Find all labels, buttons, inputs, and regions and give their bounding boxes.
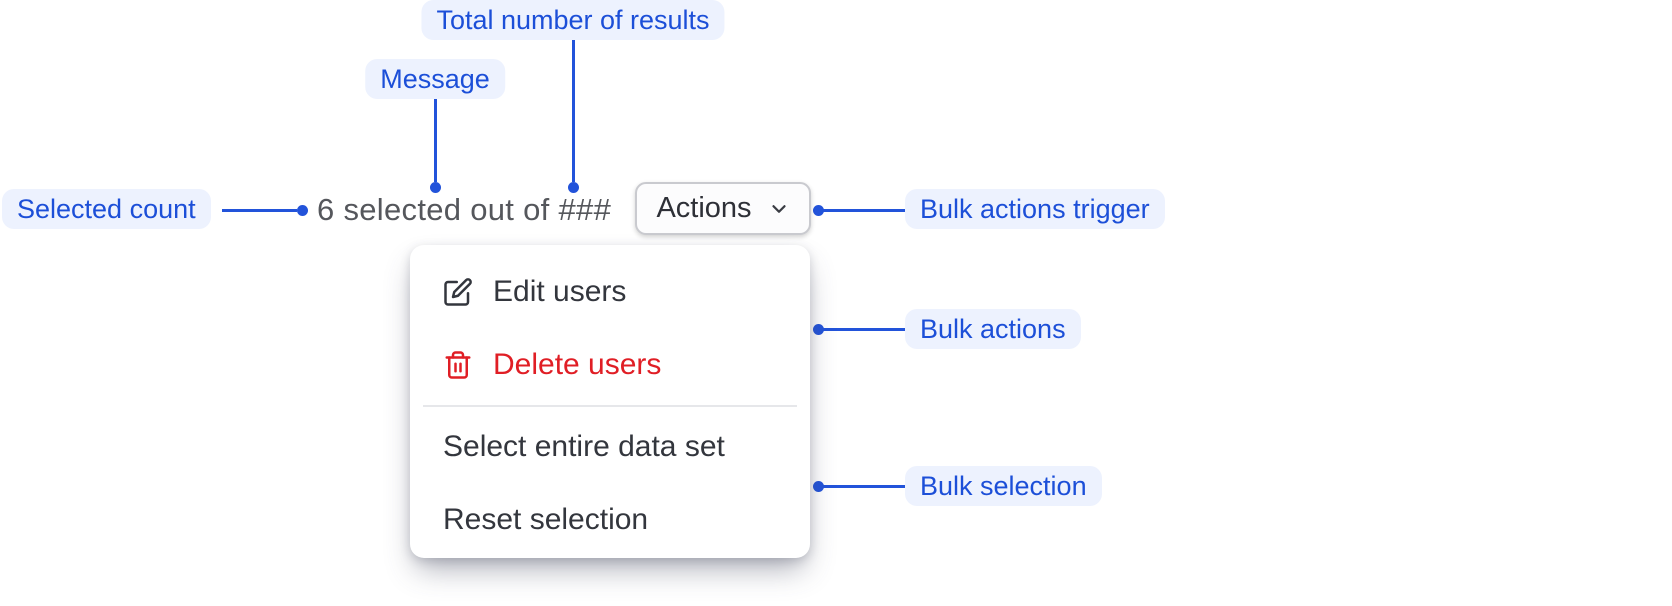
- menu-item-label: Edit users: [493, 275, 627, 308]
- bulk-actions-menu: Edit users Delete users Select entire da…: [410, 245, 810, 558]
- connector-total-results-line: [571, 40, 575, 182]
- annotation-bulk-actions-trigger: Bulk actions trigger: [905, 189, 1165, 229]
- connector-bulk-actions-trigger-line: [823, 208, 905, 212]
- connector-bulk-actions-dot: [812, 323, 824, 335]
- actions-button-label: Actions: [656, 192, 752, 224]
- connector-bulk-actions-trigger-dot: [812, 204, 824, 216]
- annotation-bulk-actions: Bulk actions: [905, 309, 1081, 349]
- connector-bulk-actions-line: [823, 327, 905, 331]
- menu-divider: [423, 405, 797, 407]
- connector-message-dot: [429, 181, 441, 193]
- menu-item-label: Delete users: [493, 348, 662, 381]
- connector-message-line: [433, 99, 437, 182]
- connector-bulk-selection-line: [823, 484, 905, 488]
- menu-item-reset-selection[interactable]: Reset selection: [443, 502, 648, 538]
- connector-selected-count-dot: [296, 204, 308, 216]
- selection-count-message: 6 selected out of ###: [317, 192, 612, 227]
- annotation-message: Message: [365, 59, 505, 99]
- trash-icon: [443, 350, 473, 380]
- menu-item-label: Reset selection: [443, 503, 649, 536]
- connector-selected-count-line: [222, 208, 297, 212]
- menu-item-select-entire-data-set[interactable]: Select entire data set: [443, 429, 725, 465]
- menu-item-label: Select entire data set: [443, 430, 725, 463]
- connector-total-results-dot: [567, 181, 579, 193]
- annotation-selected-count: Selected count: [2, 189, 211, 229]
- bulk-actions-trigger-button[interactable]: Actions: [635, 182, 811, 235]
- menu-item-edit-users[interactable]: Edit users: [443, 274, 626, 310]
- edit-icon: [443, 277, 473, 307]
- annotation-bulk-selection: Bulk selection: [905, 466, 1102, 506]
- connector-bulk-selection-dot: [812, 480, 824, 492]
- chevron-down-icon: [768, 198, 790, 220]
- menu-item-delete-users[interactable]: Delete users: [443, 347, 661, 383]
- annotation-total-results: Total number of results: [421, 0, 725, 40]
